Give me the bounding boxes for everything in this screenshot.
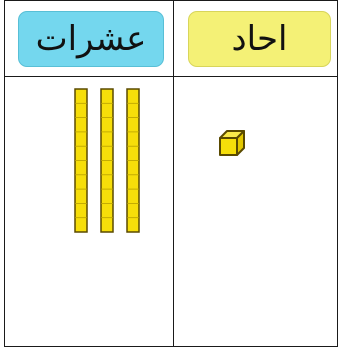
tens-label: عشرات	[18, 11, 164, 67]
ten-rod-icon	[74, 88, 88, 233]
unit-cube-icon	[218, 128, 246, 158]
ones-label-text: احاد	[232, 19, 288, 59]
ten-rods-group	[74, 88, 156, 233]
tens-label-text: عشرات	[36, 19, 147, 59]
ones-column: احاد	[174, 1, 337, 346]
ones-label: احاد	[188, 11, 331, 67]
ten-rod-icon	[126, 88, 140, 233]
place-value-chart: عشرات احاد	[4, 0, 338, 347]
ten-rod-icon	[100, 88, 114, 233]
cube-front-face	[220, 138, 237, 155]
